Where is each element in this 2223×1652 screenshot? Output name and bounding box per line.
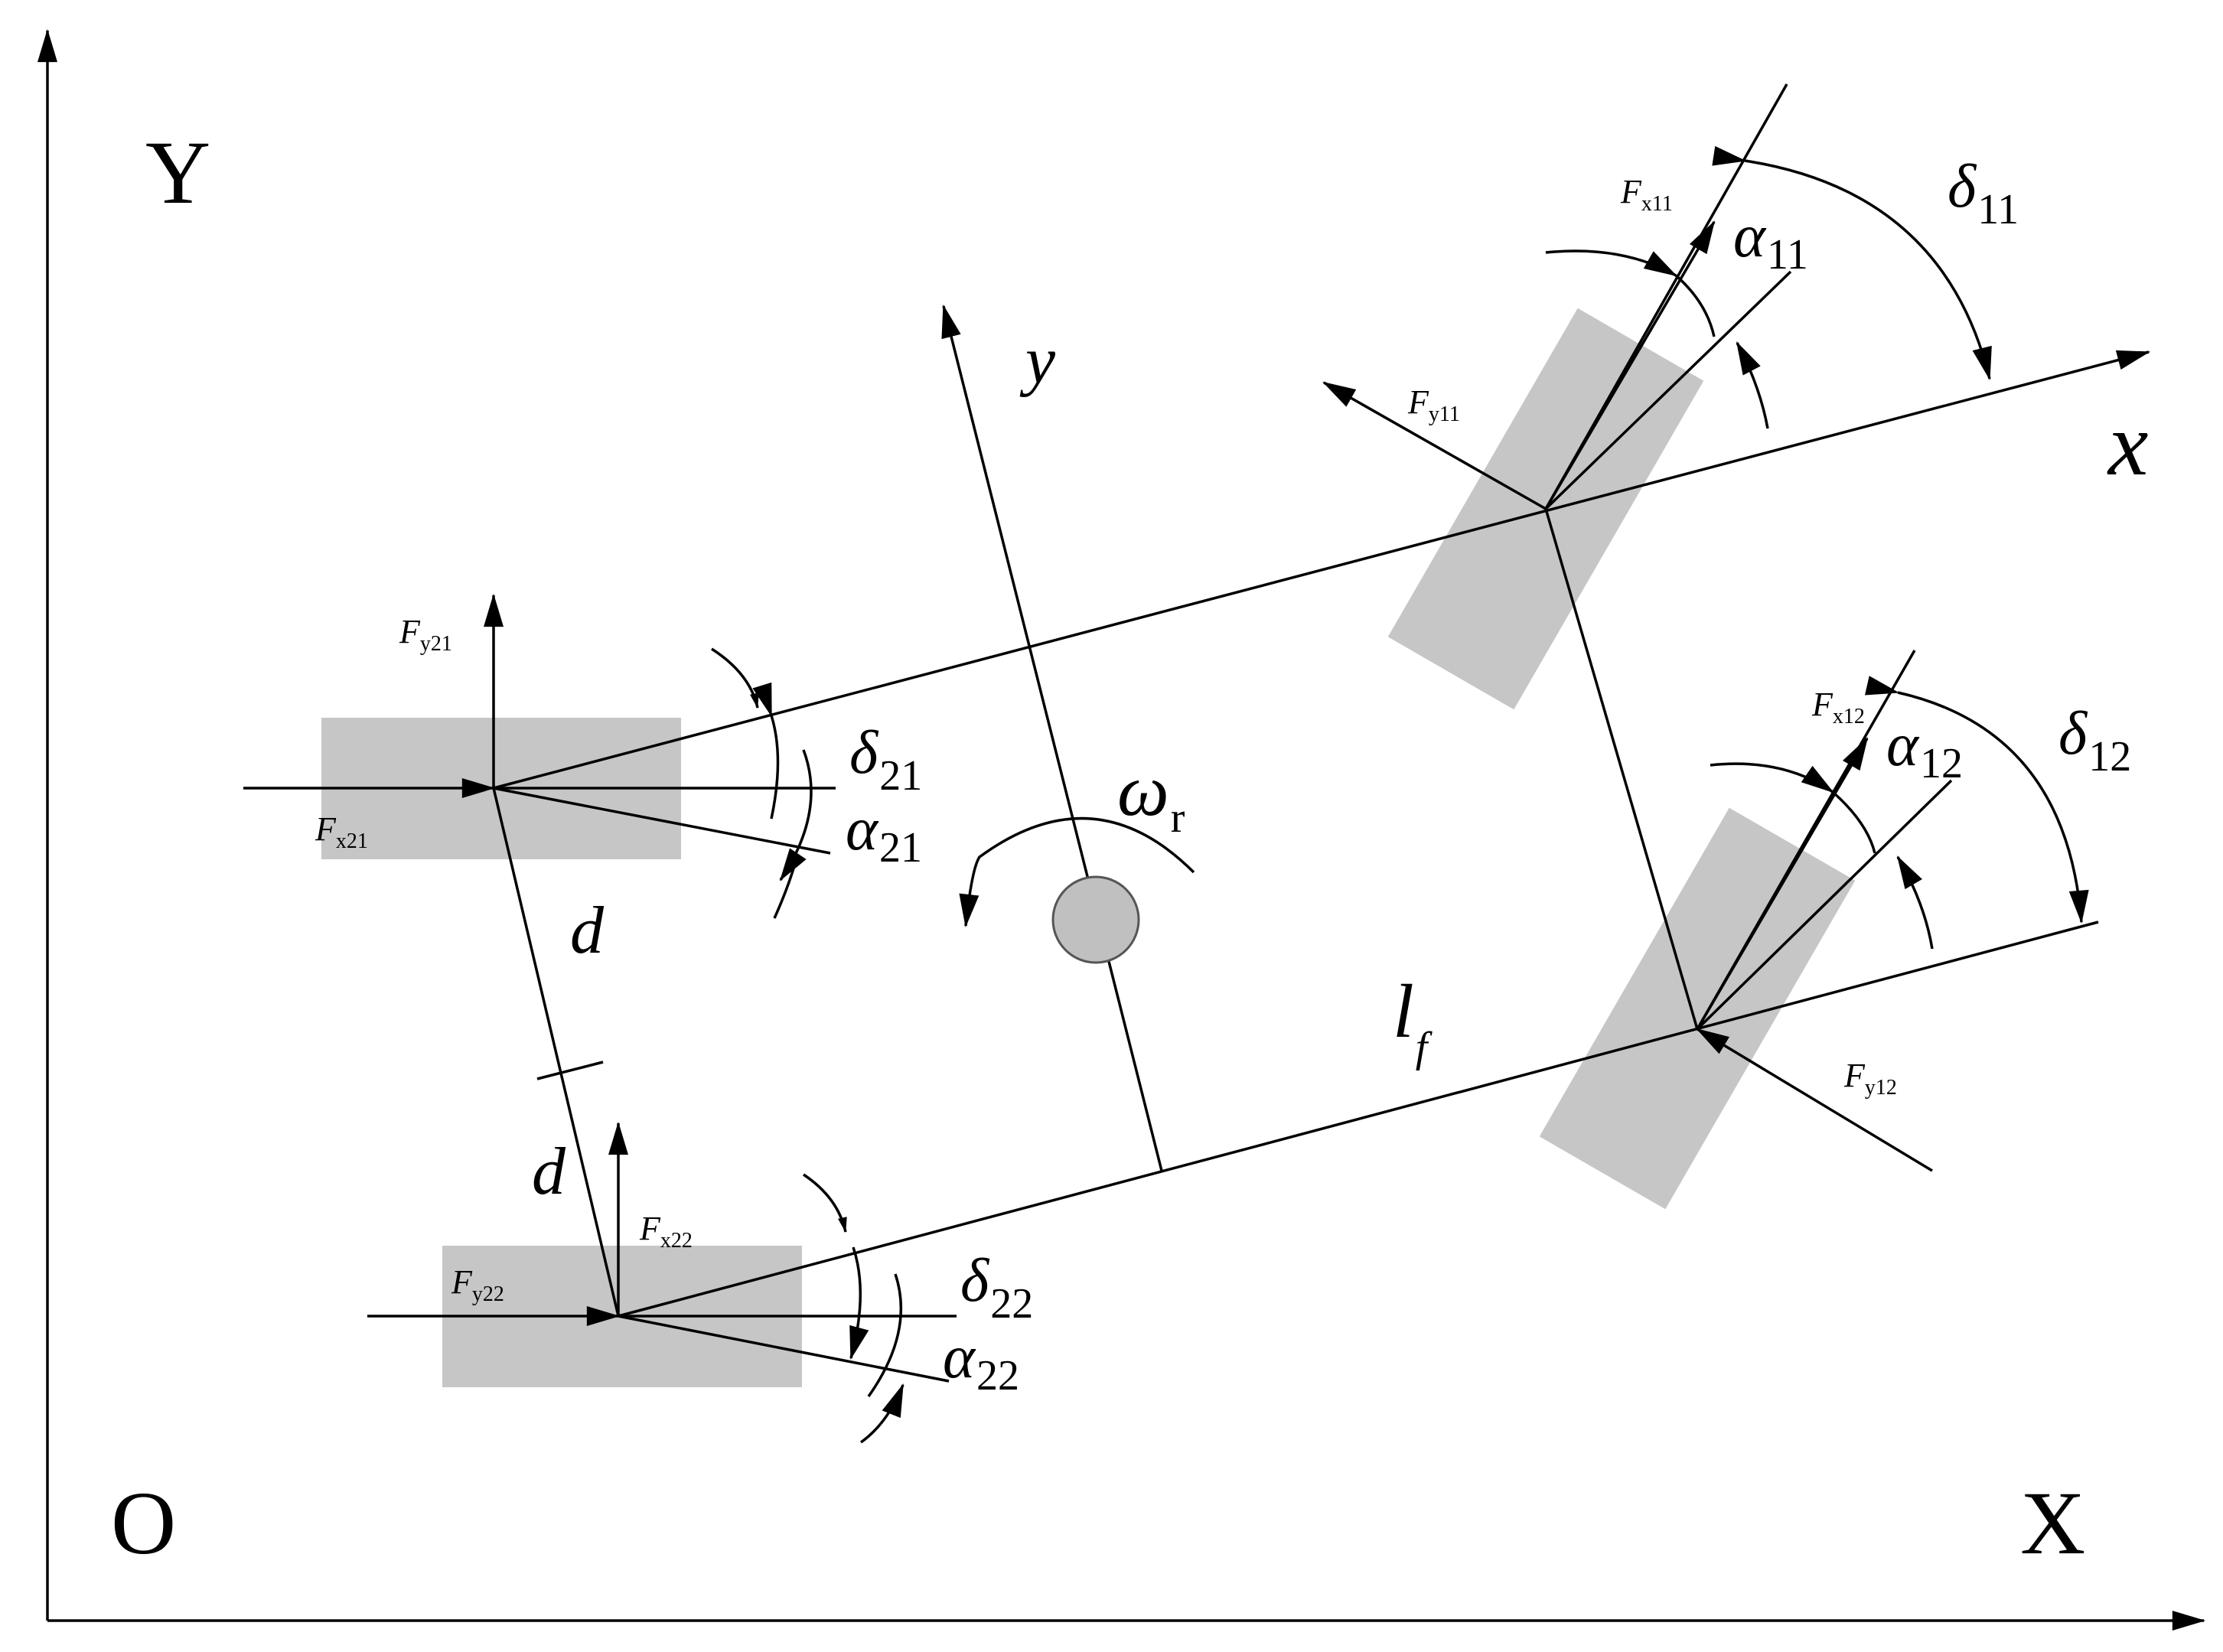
wheel-12-alpha-arc-b bbox=[1831, 790, 1876, 854]
wheel-21-group: δ21 α21 Fx21 Fy21 bbox=[243, 593, 922, 919]
tire-front-lower bbox=[1539, 807, 1856, 1210]
wheel-12-alpha-arc-c bbox=[1896, 855, 1934, 950]
wheel-12-group: δ12 α12 Fx12 Fy12 bbox=[1696, 650, 2131, 1172]
wheel-22-delta-label: δ22 bbox=[960, 1247, 1033, 1328]
wheel-11-group: δ11 α11 Fx11 Fy11 bbox=[1322, 83, 2019, 510]
rear-axle-midpoint-tick bbox=[536, 1061, 604, 1080]
wheel-12-delta-arc bbox=[1864, 676, 2089, 924]
wheel-21-delta-label: δ21 bbox=[849, 719, 922, 800]
wheel-11-fx-arrow bbox=[1544, 220, 1716, 510]
wheel-12-delta-label: δ12 bbox=[2058, 700, 2131, 780]
wheel-11-delta-label: δ11 bbox=[1948, 153, 2019, 233]
wheel-11-alpha-arc-a bbox=[1545, 249, 1677, 277]
body-front-axle bbox=[1544, 508, 1699, 1030]
wheel-21-alpha-tail2 bbox=[773, 860, 797, 919]
body-y-axis bbox=[941, 304, 1163, 1171]
wheel-11-fy-arrow bbox=[1322, 381, 1547, 510]
body-lower-side bbox=[618, 920, 2099, 1318]
wheel-22-velocity-line bbox=[618, 1315, 950, 1383]
wheel-22-fy-label: Fy22 bbox=[451, 1263, 504, 1306]
wheel-12-alpha-label: α12 bbox=[1886, 712, 1963, 787]
wheel-22-delta-arc bbox=[849, 1246, 869, 1360]
body-x-label: x bbox=[2107, 394, 2148, 494]
lf-label: lf bbox=[1393, 969, 1433, 1071]
wheel-11-alpha-arc-c bbox=[1736, 341, 1769, 429]
wheel-21-fx-label: Fx21 bbox=[315, 810, 368, 853]
wheel-12-fy-arrow bbox=[1696, 1028, 1933, 1172]
wheel-22-alpha-label: α22 bbox=[943, 1324, 1019, 1399]
origin-label: O bbox=[111, 1473, 176, 1573]
global-x-label: X bbox=[2020, 1473, 2085, 1573]
wheel-11-fx-label: Fx11 bbox=[1620, 173, 1673, 216]
wheel-11-alpha-label: α11 bbox=[1733, 203, 1808, 279]
wheel-11-delta-arc bbox=[1712, 145, 1992, 381]
wheel-21-velocity-line bbox=[493, 787, 831, 855]
body-rear-axle bbox=[492, 787, 620, 1317]
wheel-12-fx-label: Fx12 bbox=[1811, 686, 1865, 728]
wheel-22-group: δ22 α22 Fy22 Fx22 bbox=[367, 1121, 1033, 1444]
wheel-21-alpha-tail bbox=[711, 647, 759, 709]
d-label-lower: d bbox=[532, 1135, 566, 1209]
wheel-11-fy-label: Fy11 bbox=[1407, 383, 1460, 426]
wheel-12-fx-arrow bbox=[1696, 737, 1869, 1030]
wheel-22-alpha-arc bbox=[867, 1273, 903, 1398]
wheel-21-alpha-label: α21 bbox=[846, 796, 922, 872]
wheel-21-fy-label: Fy21 bbox=[399, 613, 452, 656]
yaw-rate-label: ωr bbox=[1117, 749, 1185, 842]
wheel-21-alpha-arc bbox=[779, 749, 813, 881]
wheel-22-fx-label: Fx22 bbox=[639, 1210, 693, 1253]
global-y-label: Y bbox=[145, 122, 210, 223]
yaw-rate-arrow bbox=[959, 816, 1195, 928]
body-y-label: y bbox=[1019, 324, 1056, 398]
wheel-12-fy-label: Fy12 bbox=[1843, 1057, 1897, 1100]
d-label-upper: d bbox=[570, 894, 605, 968]
wheel-11-alpha-arc-b bbox=[1674, 274, 1716, 337]
wheel-12-alpha-arc-a bbox=[1710, 762, 1834, 793]
wheel-22-alpha-tail bbox=[803, 1173, 847, 1233]
center-of-gravity bbox=[1051, 875, 1140, 964]
wheel-21-delta-arc bbox=[752, 682, 780, 819]
wheel-22-alpha-tail2 bbox=[859, 1383, 905, 1444]
